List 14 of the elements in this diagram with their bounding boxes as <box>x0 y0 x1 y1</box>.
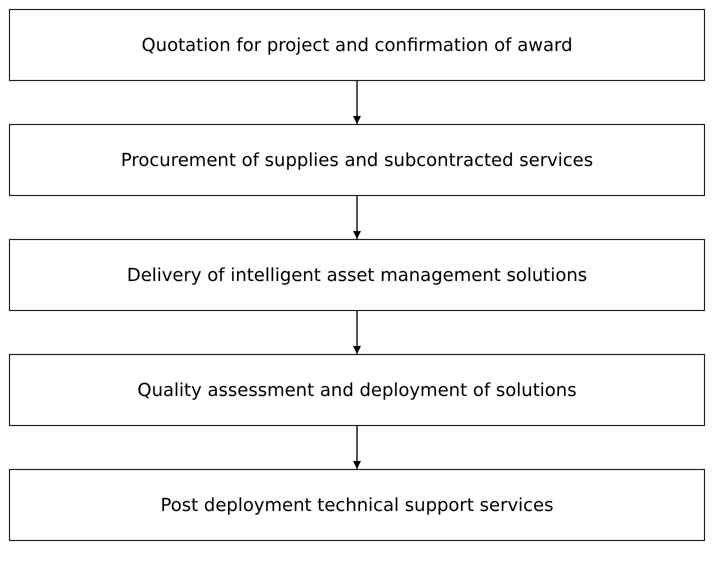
process-box <box>9 239 705 311</box>
arrow <box>353 311 361 354</box>
arrow <box>353 81 361 124</box>
process-box <box>9 9 705 81</box>
step-text: Delivery of intelligent asset management solutions <box>126 264 588 288</box>
step-text: Quality assessment and deployment of solutions <box>137 378 577 402</box>
process-box <box>9 469 705 541</box>
step-text: Post deployment technical support services <box>160 494 554 518</box>
step-text: Procurement of supplies and subcontracted services <box>120 148 594 172</box>
step-text: Quotation for project and confirmation of award <box>142 34 572 58</box>
arrow <box>353 426 361 469</box>
process-box <box>9 354 705 426</box>
process-box <box>9 124 705 196</box>
arrow <box>353 196 361 239</box>
